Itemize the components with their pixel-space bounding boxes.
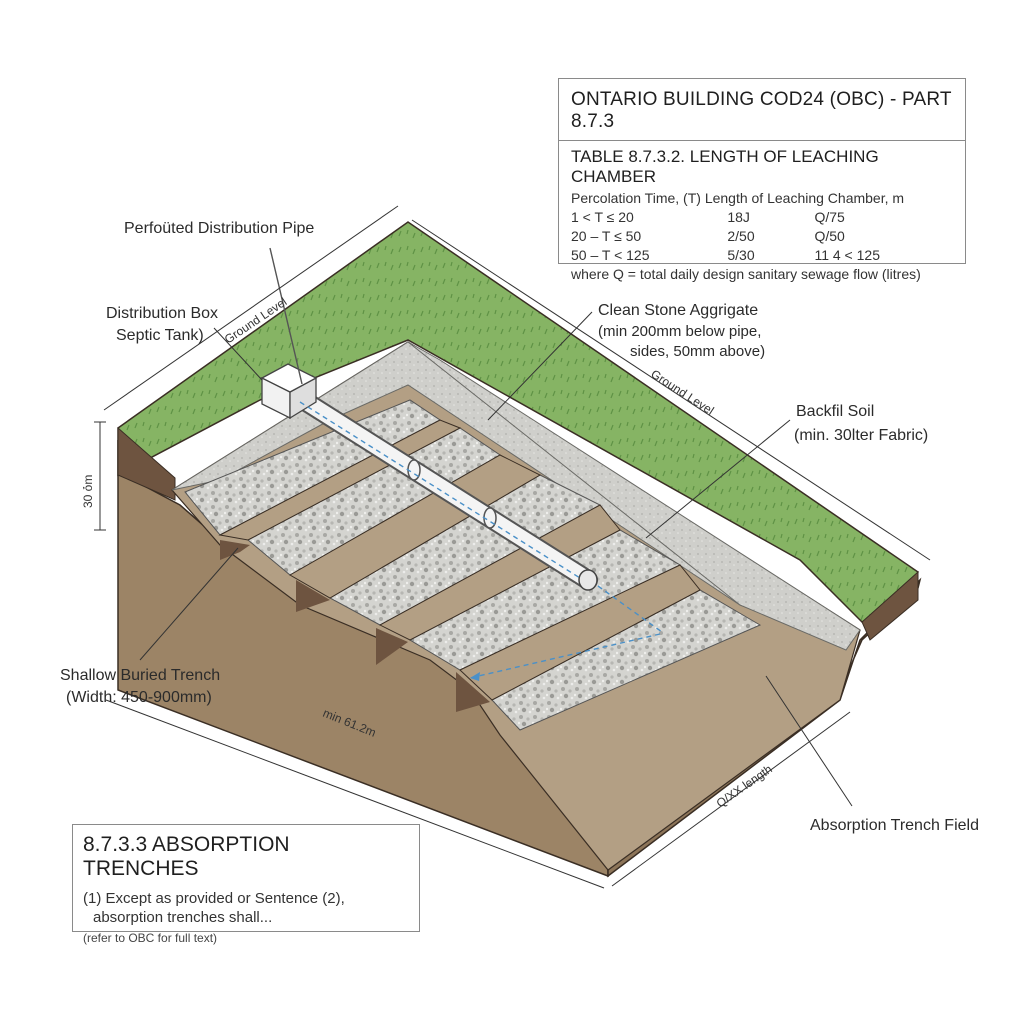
soil-ridge-4 — [459, 564, 701, 701]
leader-dbox — [213, 327, 263, 381]
table-cell: Q/75 — [814, 209, 845, 225]
dbox-top — [260, 363, 318, 393]
soil-ridge-2 — [288, 454, 542, 599]
leader-backfill — [645, 419, 791, 539]
table-row: 50 – T < 125 5/30 11 4 < 125 — [571, 247, 953, 263]
table-note: where Q = total daily design sanitary se… — [571, 266, 921, 282]
flow-arrowhead — [470, 672, 480, 681]
pipe-end-opening — [578, 569, 598, 591]
dim-length — [105, 699, 605, 889]
table-title: TABLE 8.7.3.2. LENGTH OF LEACHING CHAMBE… — [571, 147, 879, 186]
flow-line-main — [299, 401, 581, 579]
flow-lines — [299, 401, 663, 681]
stone-layer-right-wall — [407, 341, 861, 651]
absorption-text-line2: absorption trenches shall... — [93, 909, 273, 926]
absorption-text-line1: (1) Except as provided or Sentence (2), — [83, 890, 345, 907]
pipe-highlight — [292, 390, 596, 588]
leader-lines — [139, 311, 853, 807]
pipe-label: Perfoüted Distribution Pipe — [124, 220, 314, 237]
table-cell: 2/50 — [727, 228, 755, 244]
backfill-label-line2: (min. 30lter Fabric) — [794, 427, 928, 444]
table-cell: 50 – T < 125 — [571, 247, 650, 263]
table-cell: 1 < T ≤ 20 — [571, 209, 634, 225]
dim-ground-right — [411, 219, 931, 561]
table-row: 1 < T ≤ 20 18J Q/75 — [571, 209, 953, 225]
dim-qxx — [611, 711, 851, 887]
depth-dim-label: 30 ỏm — [81, 475, 95, 508]
backfill-label-line1: Backfil Soil — [796, 403, 874, 420]
leader-stone — [487, 311, 593, 421]
leader-field — [765, 675, 853, 807]
trench-notches — [220, 540, 490, 712]
absorption-trenches-box: 8.7.3.3 ABSORPTION TRENCHES (1) Except a… — [72, 824, 420, 945]
flow-line-cross — [469, 633, 661, 679]
grass-surface — [117, 221, 919, 623]
distribution-pipe — [290, 388, 598, 591]
absorption-title: 8.7.3.3 ABSORPTION TRENCHES — [83, 833, 290, 880]
field-label: Absorption Trench Field — [810, 817, 979, 834]
table-row: 20 – T ≤ 50 2/50 Q/50 — [571, 228, 953, 244]
table-cell: 11 4 < 125 — [814, 247, 880, 263]
obc-title: ONTARIO BUILDING COD24 (OBC) - PART 8.7.… — [559, 89, 965, 141]
leader-trench — [139, 547, 239, 661]
table-header: Percolation Time, (T) Length of Leaching… — [571, 190, 905, 206]
absorption-reference: (refer to OBC for full text) — [83, 931, 218, 945]
trench-label-line1: Shallow Buried Trench — [60, 667, 220, 684]
trench-notch-3 — [376, 628, 408, 665]
obc-table-box: ONTARIO BUILDING COD24 (OBC) - PART 8.7.… — [558, 78, 966, 282]
grass-soil-edge-right — [861, 570, 919, 641]
grass-soil-edge-left — [117, 426, 176, 501]
table-cell: 18J — [727, 209, 750, 225]
flow-line-lateral — [597, 585, 663, 633]
pipe-riser — [269, 247, 303, 385]
table-cell: Q/50 — [814, 228, 845, 244]
dimension-lines — [94, 205, 931, 889]
stone-label-line2: (min 200mm below pipe, — [598, 323, 761, 340]
table-cell: 20 – T ≤ 50 — [571, 228, 642, 244]
table-cell: 5/30 — [727, 247, 755, 263]
distribution-box — [260, 363, 318, 420]
dbox-label-line1: Distribution Box — [106, 305, 218, 322]
stone-label-line3: sides, 50mm above) — [630, 343, 765, 360]
trench-notch-4 — [456, 672, 490, 712]
stone-label-line1: Clean Stone Aggrigate — [598, 302, 758, 319]
trench-notch-1 — [220, 540, 250, 560]
dbox-label-line2: Septic Tank) — [116, 327, 204, 344]
trench-label-line2: (Width: 450-900mm) — [66, 689, 212, 706]
dim-ground-left — [103, 205, 399, 411]
trench-notch-2 — [296, 580, 330, 612]
